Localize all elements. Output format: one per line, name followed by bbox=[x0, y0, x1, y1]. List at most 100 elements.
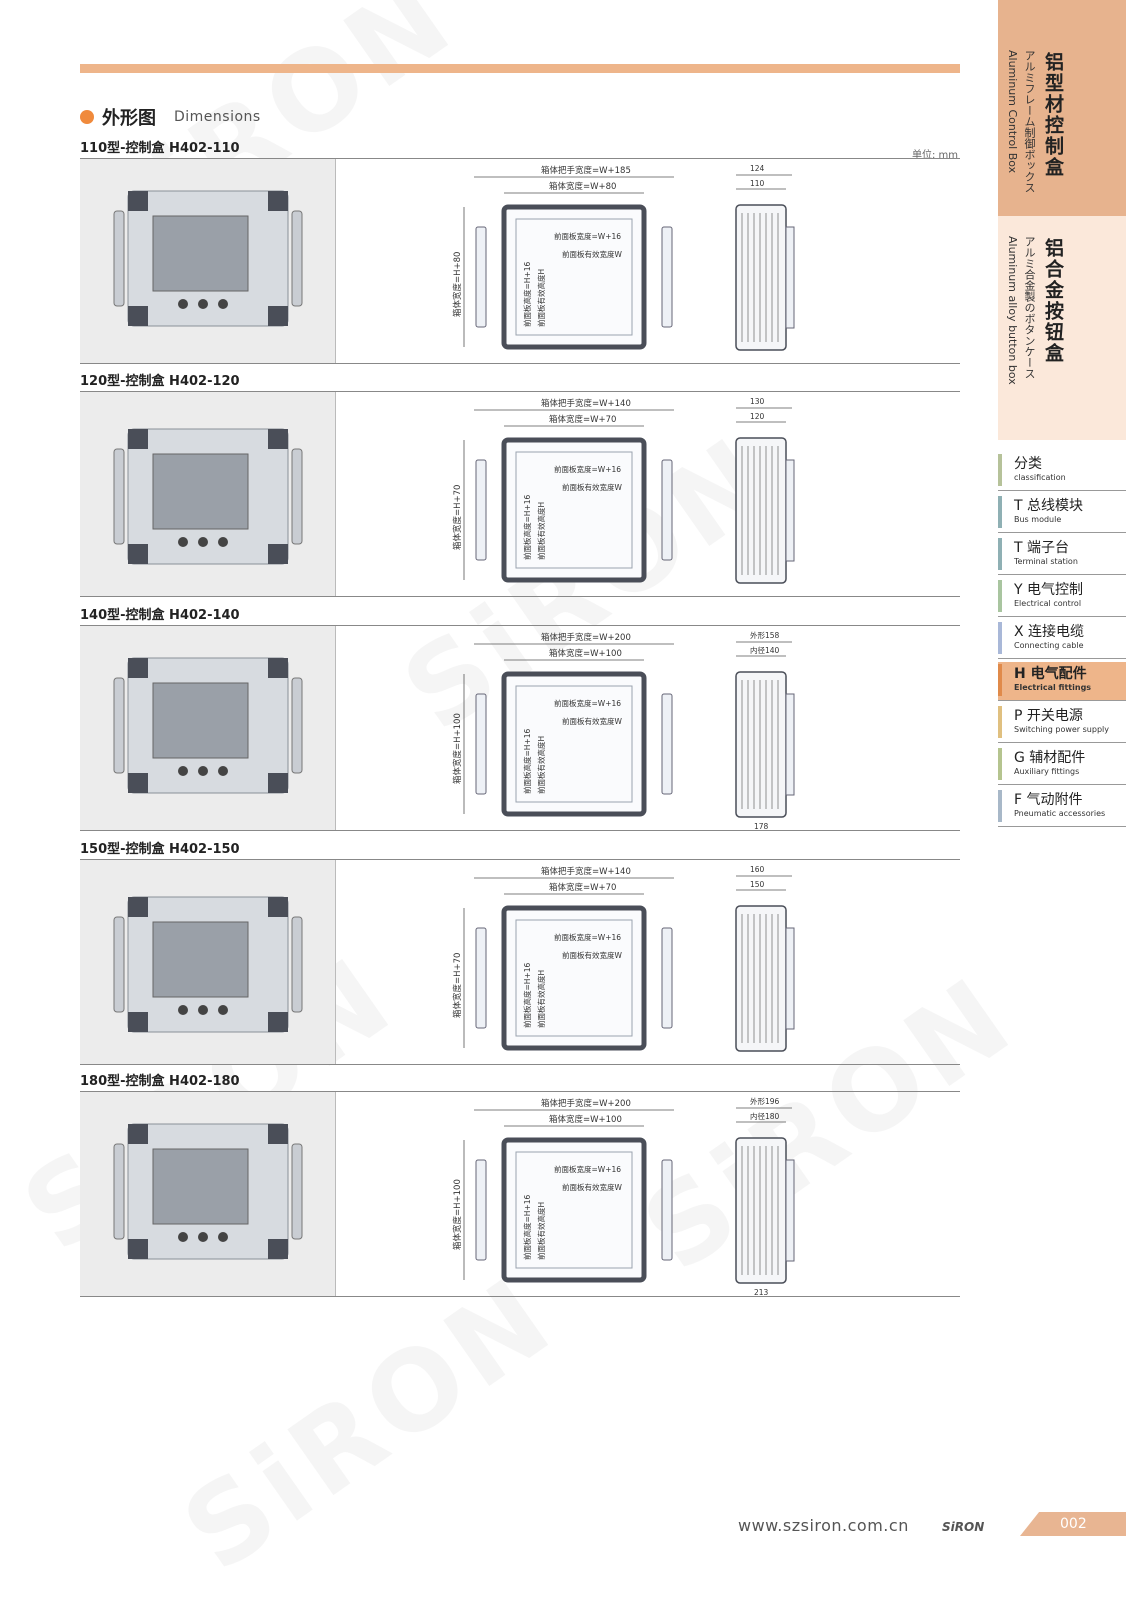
product-photo bbox=[80, 1092, 336, 1296]
box-height-label: 箱体宽度=H+80 bbox=[452, 252, 463, 317]
side-handle bbox=[785, 459, 795, 562]
side-bottom-label: 178 bbox=[754, 822, 769, 830]
right-handle bbox=[661, 927, 673, 1029]
nav-item-zh: P 开关电源 bbox=[1014, 708, 1083, 724]
title-zh: 外形图 bbox=[102, 108, 156, 129]
nav-item-en: Pneumatic accessories bbox=[1014, 809, 1106, 818]
sidebar-nav-item[interactable]: X 连接电缆 Connecting cable bbox=[998, 620, 1126, 659]
right-handle bbox=[661, 459, 673, 561]
sidebar-tab-button-box[interactable]: 铝合金按钮盒 アルミ合金製のボタンケース Aluminum alloy butt… bbox=[998, 216, 1126, 440]
panel-width-label: 前面板宽度=W+16 bbox=[554, 231, 621, 241]
side-outer-label: 160 bbox=[750, 865, 765, 874]
panel-width-label: 前面板宽度=W+16 bbox=[554, 932, 621, 942]
side-bottom-label: 213 bbox=[754, 1288, 769, 1296]
nav-item-zh: X 连接电缆 bbox=[1014, 624, 1085, 640]
website-url[interactable]: www.szsiron.com.cn bbox=[738, 1516, 909, 1535]
front-frame bbox=[501, 671, 647, 817]
nav-item-zh: G 辅材配件 bbox=[1014, 750, 1086, 766]
panel-eff-width-label: 前面板有效宽度W bbox=[562, 1182, 622, 1192]
nav-item-en: Switching power supply bbox=[1014, 725, 1109, 734]
side-handle bbox=[785, 693, 795, 796]
front-frame bbox=[501, 437, 647, 583]
panel-width-label: 前面板宽度=W+16 bbox=[554, 1164, 621, 1174]
dimension-svg: 箱体把手宽度=W+185箱体宽度=W+80箱体宽度=H+80前面板宽度=W+16… bbox=[452, 164, 795, 351]
side-view bbox=[735, 204, 787, 351]
section-title: 140型-控制盒 H402-140 bbox=[80, 608, 240, 623]
box-width-label: 箱体宽度=W+70 bbox=[549, 882, 616, 893]
nav-item-zh: 分类 bbox=[1014, 456, 1042, 472]
tab2-en: Aluminum alloy button box bbox=[1006, 236, 1019, 385]
panel-eff-height-label: 前面板有效高度H bbox=[536, 1202, 546, 1260]
nav-color-bar bbox=[998, 706, 1002, 738]
side-handle bbox=[785, 1159, 795, 1262]
nav-item-zh: Y 电气控制 bbox=[1014, 582, 1084, 598]
watermark-logo: SiRON bbox=[161, 1251, 577, 1597]
product-photo bbox=[80, 392, 336, 596]
side-outer-label: 外形158 bbox=[750, 630, 780, 640]
box-illustration bbox=[113, 1123, 302, 1260]
handle-width-label: 箱体把手宽度=W+140 bbox=[541, 398, 631, 409]
footer: www.szsiron.com.cn SiRON 002 bbox=[0, 1512, 1126, 1542]
front-frame bbox=[501, 1137, 647, 1283]
box-height-label: 箱体宽度=H+70 bbox=[452, 953, 463, 1018]
handle-width-label: 箱体把手宽度=W+200 bbox=[541, 632, 631, 643]
page-number: 002 bbox=[1060, 1516, 1087, 1532]
sidebar-nav-item[interactable]: T 总线模块 Bus module bbox=[998, 494, 1126, 533]
sidebar-nav-item[interactable]: H 电气配件 Electrical fittings bbox=[998, 662, 1126, 701]
front-frame bbox=[501, 204, 647, 350]
right-handle bbox=[661, 693, 673, 795]
nav-color-bar bbox=[998, 496, 1002, 528]
tab2-zh: 铝合金按钮盒 bbox=[1042, 238, 1064, 364]
nav-color-bar bbox=[998, 580, 1002, 612]
dimension-svg: 箱体把手宽度=W+140箱体宽度=W+70箱体宽度=H+70前面板宽度=W+16… bbox=[452, 397, 795, 584]
handle-width-label: 箱体把手宽度=W+185 bbox=[541, 165, 631, 176]
sidebar-nav-item[interactable]: Y 电气控制 Electrical control bbox=[998, 578, 1126, 617]
sidebar-nav-item[interactable]: 分类 classification bbox=[998, 452, 1126, 491]
side-outer-label: 124 bbox=[750, 164, 765, 173]
product-photo bbox=[80, 860, 336, 1064]
front-frame bbox=[501, 905, 647, 1051]
side-inner-label: 120 bbox=[750, 412, 765, 421]
unit-label: 单位: mm bbox=[912, 150, 959, 161]
sidebar-nav-item[interactable]: G 辅材配件 Auxiliary fittings bbox=[998, 746, 1126, 785]
title-en: Dimensions bbox=[174, 109, 261, 125]
side-handle bbox=[785, 927, 795, 1030]
right-handle bbox=[661, 226, 673, 328]
handle-width-label: 箱体把手宽度=W+200 bbox=[541, 1098, 631, 1109]
sidebar-tab-control-box[interactable]: 铝型材控制盒 アルミフレーム制御ボックス Aluminum Control Bo… bbox=[998, 0, 1126, 216]
sidebar-nav-item[interactable]: F 气动附件 Pneumatic accessories bbox=[998, 788, 1126, 827]
product-photo bbox=[80, 626, 336, 830]
panel-eff-width-label: 前面板有效宽度W bbox=[562, 950, 622, 960]
tab1-ja: アルミフレーム制御ボックス bbox=[1023, 50, 1036, 193]
front-panel bbox=[515, 218, 633, 336]
nav-item-zh: T 总线模块 bbox=[1014, 498, 1084, 514]
sidebar-nav-item[interactable]: P 开关电源 Switching power supply bbox=[998, 704, 1126, 743]
front-panel bbox=[515, 1151, 633, 1269]
side-inner-label: 110 bbox=[750, 179, 765, 188]
box-illustration bbox=[113, 190, 302, 327]
box-width-label: 箱体宽度=W+100 bbox=[549, 1114, 622, 1125]
front-panel bbox=[515, 685, 633, 803]
nav-color-bar bbox=[998, 664, 1002, 696]
brand-logo: SiRON bbox=[942, 1520, 985, 1534]
nav-color-bar bbox=[998, 622, 1002, 654]
left-handle bbox=[475, 1159, 487, 1261]
handle-width-label: 箱体把手宽度=W+140 bbox=[541, 866, 631, 877]
top-accent-bar bbox=[80, 64, 960, 73]
sidebar-nav-item[interactable]: T 端子台 Terminal station bbox=[998, 536, 1126, 575]
nav-item-en: classification bbox=[1014, 473, 1066, 482]
side-outer-label: 130 bbox=[750, 397, 765, 406]
side-view bbox=[735, 437, 787, 584]
nav-item-zh: T 端子台 bbox=[1014, 540, 1070, 556]
left-handle bbox=[475, 226, 487, 328]
panel-height-label: 前面板高度=H+16 bbox=[522, 729, 532, 794]
nav-item-en: Terminal station bbox=[1014, 557, 1078, 566]
panel-width-label: 前面板宽度=W+16 bbox=[554, 698, 621, 708]
page-title: 外形图 Dimensions bbox=[80, 104, 261, 130]
tab1-en: Aluminum Control Box bbox=[1006, 50, 1019, 174]
